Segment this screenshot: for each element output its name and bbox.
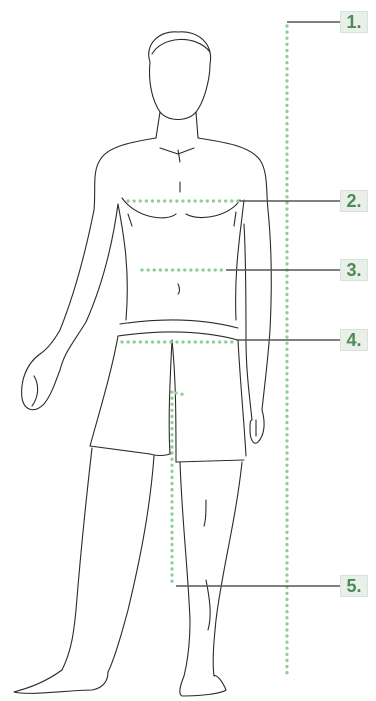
measurement-label-2: 2. — [340, 190, 368, 212]
measurement-label-4: 4. — [340, 329, 368, 351]
measurement-label-1: 1. — [340, 11, 368, 33]
figure-outline — [14, 32, 271, 696]
measurement-label-3: 3. — [340, 259, 368, 281]
measurement-label-5: 5. — [340, 575, 368, 597]
inseam-measure-tick — [176, 393, 186, 395]
